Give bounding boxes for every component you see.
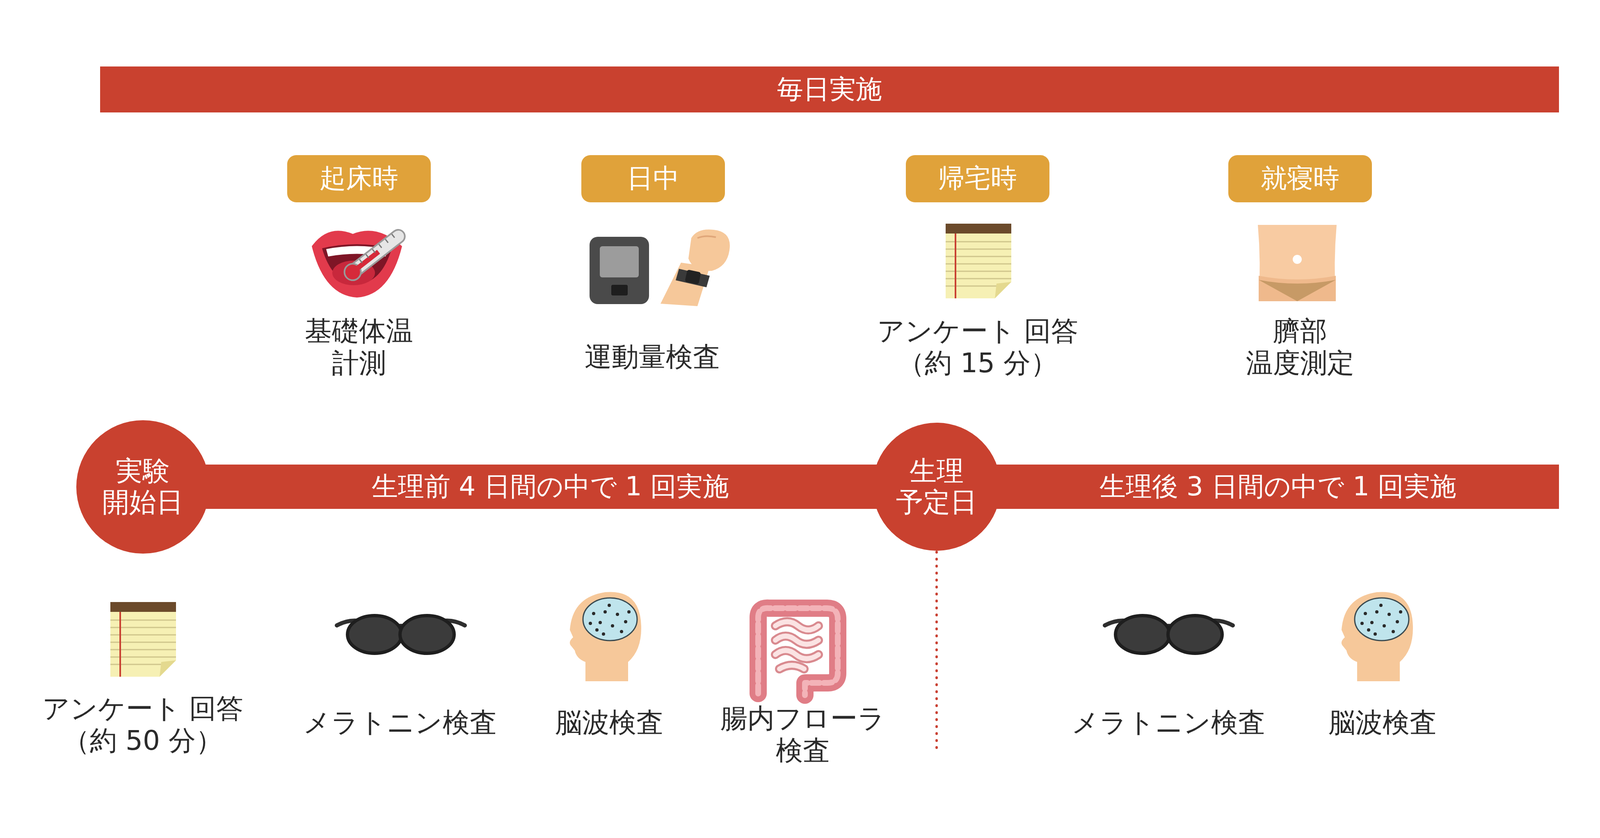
- time-label: 帰宅時: [938, 163, 1018, 194]
- belly-icon: [1257, 224, 1337, 302]
- icon-caption: アンケート 回答（約 50 分）: [29, 692, 257, 757]
- time-label: 就寝時: [1260, 163, 1340, 194]
- milestone-circle: 生理 予定日: [872, 422, 1001, 551]
- time-label: 日中: [626, 163, 680, 194]
- activity-meter-icon: [589, 236, 650, 304]
- brain-head-icon: [569, 591, 642, 682]
- notepad-icon: [110, 601, 176, 677]
- intestine-icon: [758, 608, 838, 695]
- icon-caption: 脳波検査: [1328, 706, 1437, 739]
- time-label: 起床時: [319, 163, 399, 194]
- icon-caption: メラトニン検査: [1071, 706, 1266, 739]
- period-band: 生理前 4 日間の中で 1 回実施: [164, 464, 937, 509]
- band-text: 生理後 3 日間の中で 1 回実施: [1099, 471, 1457, 502]
- icon-caption: 脳波検査: [555, 706, 664, 739]
- brain-head-icon: [1341, 591, 1413, 682]
- mouth-thermometer-icon: [311, 225, 409, 298]
- milestone-text: 実験 開始日: [96, 455, 189, 518]
- icon-caption: 基礎体温 計測: [296, 315, 422, 380]
- notepad-icon: [945, 223, 1012, 299]
- milestone-circle: 実験 開始日: [76, 420, 210, 554]
- icon-caption: アンケート 回答（約 15 分）: [864, 315, 1092, 380]
- time-tag: 就寝時: [1228, 155, 1372, 203]
- sunglasses-icon: [1104, 615, 1233, 654]
- time-tag: 帰宅時: [905, 155, 1050, 203]
- period-band: 生理後 3 日間の中で 1 回実施: [943, 464, 1559, 509]
- time-tag: 日中: [581, 155, 725, 203]
- daily-band: 毎日実施: [100, 66, 1559, 113]
- wristwatch-icon: [660, 229, 730, 307]
- sunglasses-icon: [336, 615, 465, 654]
- time-tag: 起床時: [287, 155, 431, 203]
- icon-caption: メラトニン検査: [303, 706, 497, 739]
- icon-caption: 運動量検査: [584, 340, 720, 373]
- milestone-text: 生理 予定日: [890, 455, 983, 518]
- icon-caption: 臍部 温度測定: [1237, 315, 1363, 380]
- dotted-divider: [935, 551, 938, 752]
- icon-caption: 腸内フローラ 検査: [713, 702, 893, 767]
- band-text: 生理前 4 日間の中で 1 回実施: [371, 471, 730, 502]
- band-text: 毎日実施: [777, 74, 883, 105]
